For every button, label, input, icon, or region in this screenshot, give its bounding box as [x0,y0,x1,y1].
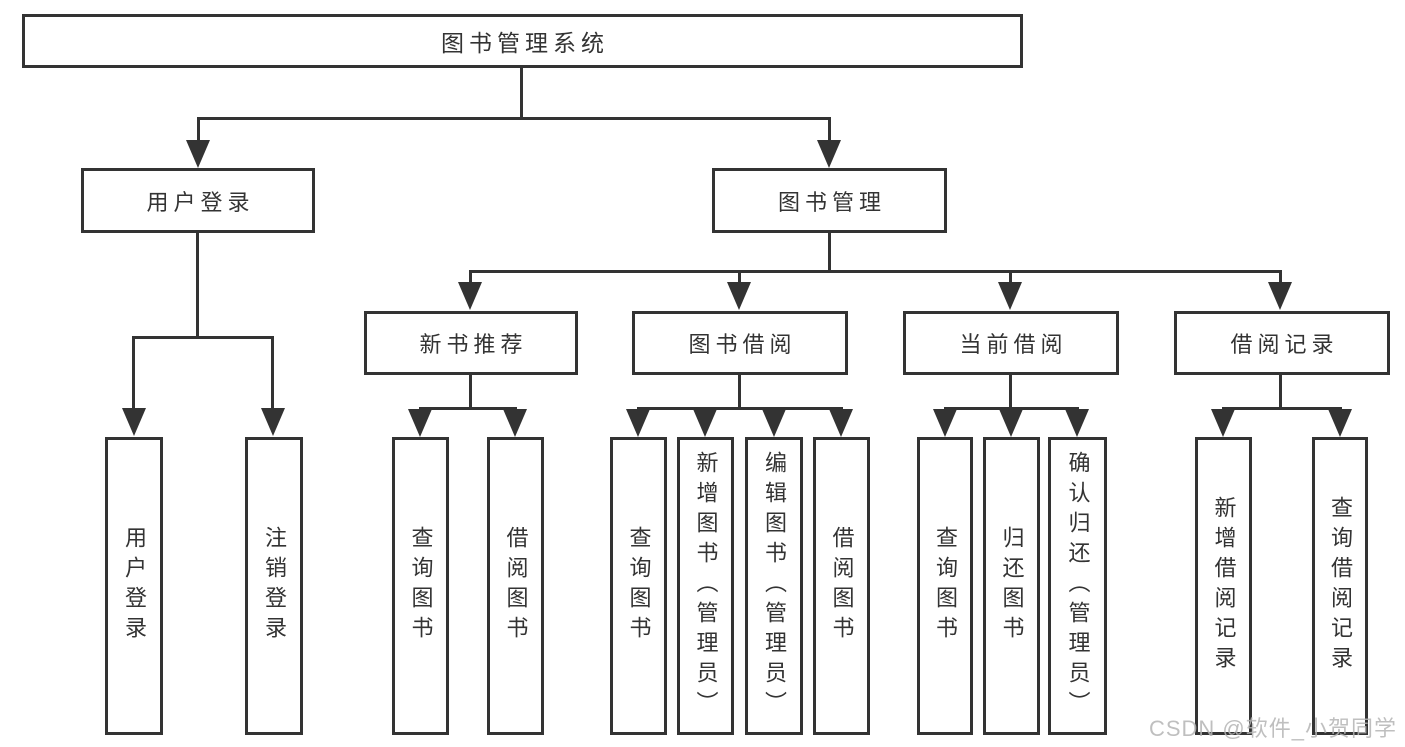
connector-line [828,233,831,271]
arrow-down-icon [458,282,482,310]
connector-line [132,336,274,339]
arrow-down-icon [999,409,1023,437]
arrow-down-icon [186,140,210,168]
leaf-confirm-return-admin: 确认归还（管理员） [1048,437,1107,735]
arrow-down-icon [1065,409,1089,437]
connector-line [738,375,741,408]
connector-line [196,233,199,337]
connector-line [271,336,274,412]
csdn-watermark: CSDN @软件_小贺同学 [1148,716,1397,741]
arrow-down-icon [817,140,841,168]
node-book-borrowing: 图书借阅 [632,311,848,375]
connector-line [469,375,472,408]
arrow-down-icon [1268,282,1292,310]
arrow-down-icon [626,409,650,437]
arrow-down-icon [261,408,285,436]
connector-line [469,270,1282,273]
connector-line [132,336,135,412]
leaf-return-book: 归还图书 [983,437,1040,735]
node-user-login: 用户登录 [81,168,315,233]
arrow-down-icon [933,409,957,437]
connector-line [637,407,843,410]
connector-line [197,117,831,120]
arrow-down-icon [693,409,717,437]
leaf-logout: 注销登录 [245,437,303,735]
leaf-search-books-borrowing: 查询图书 [610,437,667,735]
connector-line [828,117,831,145]
connector-line [469,270,472,284]
node-root: 图书管理系统 [22,14,1023,68]
connector-line [520,68,523,118]
connector-line [1222,407,1342,410]
connector-line [197,117,200,145]
connector-line [944,407,1079,410]
leaf-add-borrow-record: 新增借阅记录 [1195,437,1252,735]
arrow-down-icon [829,409,853,437]
leaf-borrow-books-recommend: 借阅图书 [487,437,544,735]
leaf-search-books-recommend: 查询图书 [392,437,449,735]
arrow-down-icon [762,409,786,437]
leaf-search-borrow-record: 查询借阅记录 [1312,437,1368,735]
leaf-search-books-current: 查询图书 [917,437,973,735]
arrow-down-icon [1211,409,1235,437]
arrow-down-icon [998,282,1022,310]
arrow-down-icon [503,409,527,437]
connector-line [1279,375,1282,408]
connector-line [419,407,517,410]
arrow-down-icon [408,409,432,437]
leaf-edit-book-admin: 编辑图书（管理员） [745,437,803,735]
node-current-borrowing: 当前借阅 [903,311,1119,375]
leaf-add-book-admin: 新增图书（管理员） [677,437,734,735]
connector-line [738,270,741,284]
arrow-down-icon [122,408,146,436]
node-borrowing-records: 借阅记录 [1174,311,1390,375]
arrow-down-icon [727,282,751,310]
node-book-management: 图书管理 [712,168,947,233]
connector-line [1009,375,1012,408]
node-new-book-recommendation: 新书推荐 [364,311,578,375]
leaf-borrow-books-borrowing: 借阅图书 [813,437,870,735]
connector-line [1009,270,1012,284]
connector-line [1279,270,1282,284]
arrow-down-icon [1328,409,1352,437]
leaf-user-login: 用户登录 [105,437,163,735]
